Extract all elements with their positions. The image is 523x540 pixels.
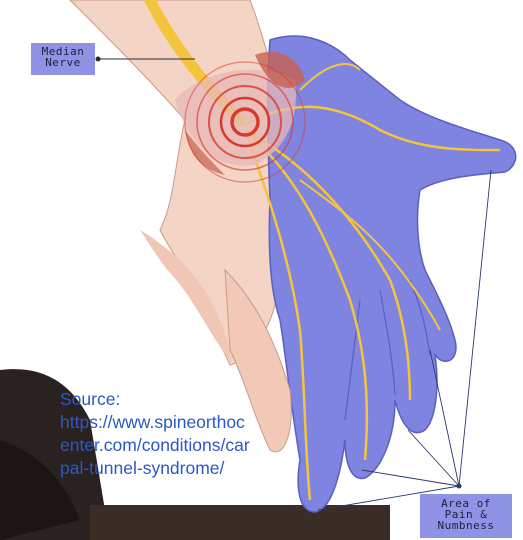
pain-area-label-line: Numbness [420, 520, 512, 531]
source-url-line[interactable]: https://www.spineorthoc [60, 411, 300, 434]
median-nerve-label: Median Nerve [31, 43, 95, 75]
source-caption: Source: https://www.spineorthoc enter.co… [60, 388, 300, 480]
source-url-line[interactable]: enter.com/conditions/car [60, 434, 300, 457]
pain-leader-dot [457, 484, 462, 489]
median-nerve-label-line: Nerve [31, 57, 95, 68]
source-heading: Source: [60, 388, 300, 411]
source-url-line[interactable]: pal-tunnel-syndrome/ [60, 457, 300, 480]
background-photo-bottom [90, 505, 390, 540]
median-leader-dot [96, 57, 101, 62]
pain-area-label: Area of Pain & Numbness [420, 494, 512, 538]
